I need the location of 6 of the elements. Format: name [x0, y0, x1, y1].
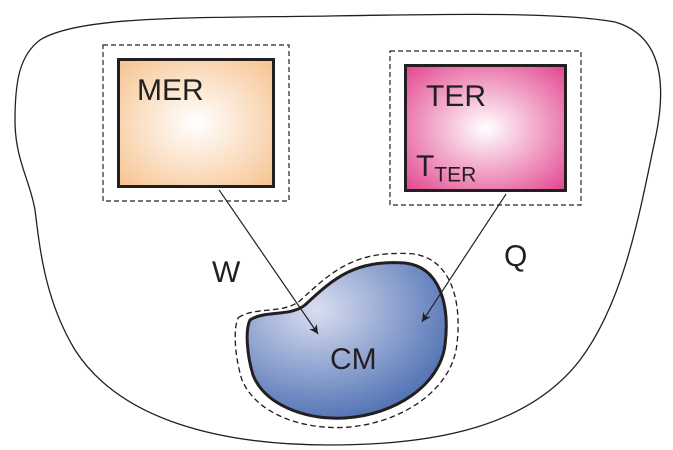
system-label: CM	[330, 345, 377, 375]
arrow	[218, 190, 319, 334]
arrow	[422, 194, 507, 322]
system-label: MER	[137, 76, 204, 106]
temperature-label: T$_{TER}$	[416, 152, 476, 186]
system-label: TER	[426, 82, 486, 112]
